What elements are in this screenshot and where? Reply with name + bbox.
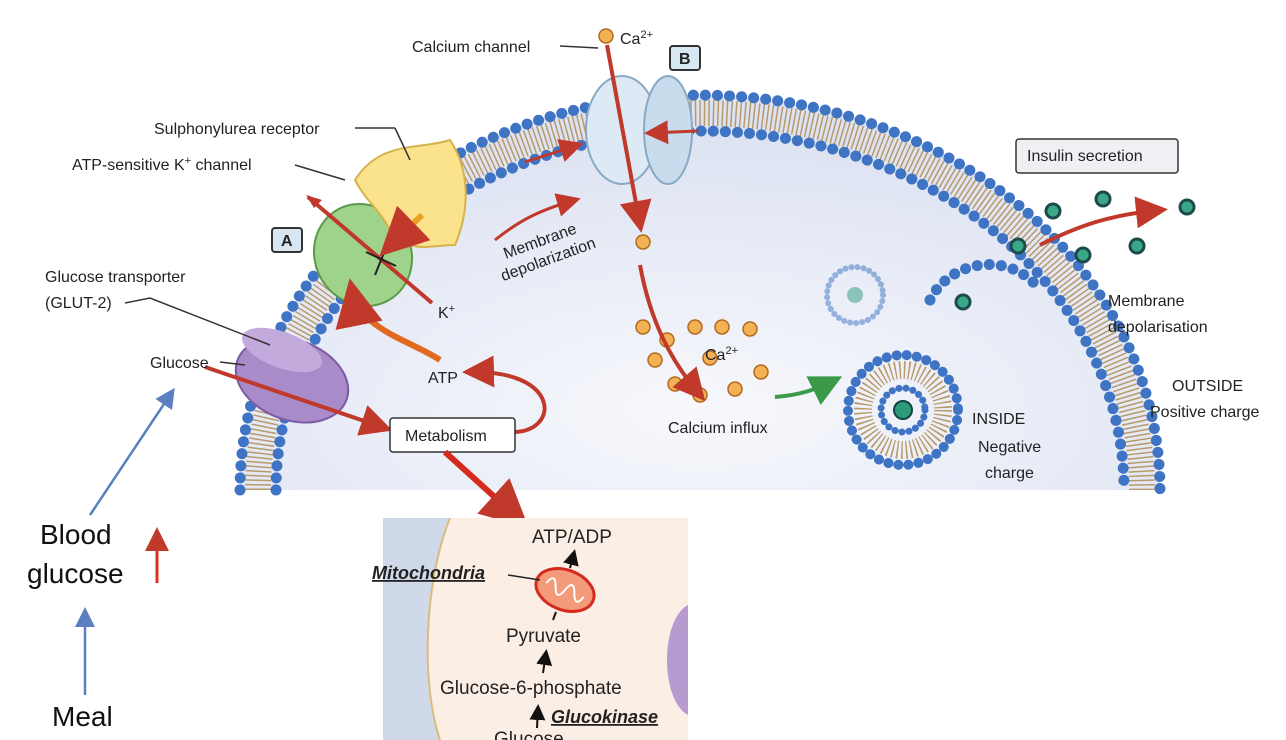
mitochondrion-icon (534, 567, 596, 613)
label-negative-1: Negative (978, 439, 1041, 456)
calcium-influx-arrow (638, 264, 706, 402)
depolarization-arrow (494, 193, 581, 242)
glut2-transporter (234, 327, 350, 424)
label-outside: OUTSIDE (1172, 378, 1243, 395)
metabolism-box (389, 417, 516, 453)
membrane-inner-heads (270, 125, 1130, 496)
label-membrane-depolarisation-2: depolarisation (1108, 319, 1208, 336)
label-inside: INSIDE (972, 411, 1025, 428)
label-blood: Blood (40, 519, 112, 550)
box-a (271, 227, 303, 253)
label-negative-2: charge (985, 465, 1034, 482)
label-positive: Positive charge (1150, 404, 1259, 421)
label-glucose-transporter: Glucose transporter (45, 269, 186, 286)
leader-lines (124, 45, 599, 366)
insulin-granules (954, 190, 1196, 311)
box-b (669, 45, 701, 71)
membrane-tails (245, 100, 1155, 491)
label-box-b: B (679, 51, 691, 68)
glucose-arrow (204, 365, 393, 436)
label-meal: Meal (52, 701, 113, 732)
label-membrane-depolarisation-1: Membrane (1108, 293, 1185, 310)
label-k-plus: K+ (438, 303, 455, 322)
calcium-channel (585, 44, 699, 233)
inset-glucose: Glucose (494, 729, 564, 740)
insulin-secretion-box (1015, 138, 1179, 174)
label-glut2: (GLUT-2) (45, 295, 112, 312)
cell (234, 89, 1166, 496)
label-metabolism: Metabolism (405, 428, 487, 445)
label-sulphonylurea-receptor: Sulphonylurea receptor (154, 121, 320, 138)
label-atp-k-channel: ATP-sensitive K+ channel (72, 155, 252, 174)
inset-atp-adp: ATP/ADP (532, 527, 612, 548)
blood-to-glucose-arrow (88, 387, 175, 516)
label-glucose: Glucose (150, 355, 209, 372)
metabolism-to-atp-arrow (462, 355, 547, 434)
inset-g6p: Glucose-6-phosphate (440, 678, 622, 699)
inset-mitochondria: Mitochondria (372, 563, 485, 583)
label-calcium-channel: Calcium channel (412, 39, 530, 56)
label-box-a: A (281, 233, 293, 250)
label-atp: ATP (428, 370, 458, 387)
inset-pyruvate: Pyruvate (506, 626, 581, 647)
membrane-outer-heads (234, 89, 1166, 496)
label-insulin-secretion: Insulin secretion (1027, 148, 1143, 165)
label-ca-inner: Ca2+ (705, 345, 738, 364)
metabolism-inset: ATP/ADP Mitochondria Pyruvate Glucose-6-… (372, 517, 688, 740)
label-blood-glucose: glucose (27, 558, 124, 589)
atp-to-channel-arrow (335, 278, 442, 363)
inset-glucokinase: Glucokinase (551, 707, 658, 727)
calcium-ions (598, 28, 769, 403)
small-vesicle (824, 264, 886, 326)
label-ca-top: Ca2+ (620, 29, 653, 48)
label-calcium-influx: Calcium influx (668, 420, 768, 437)
insulin-vesicle (843, 350, 963, 470)
